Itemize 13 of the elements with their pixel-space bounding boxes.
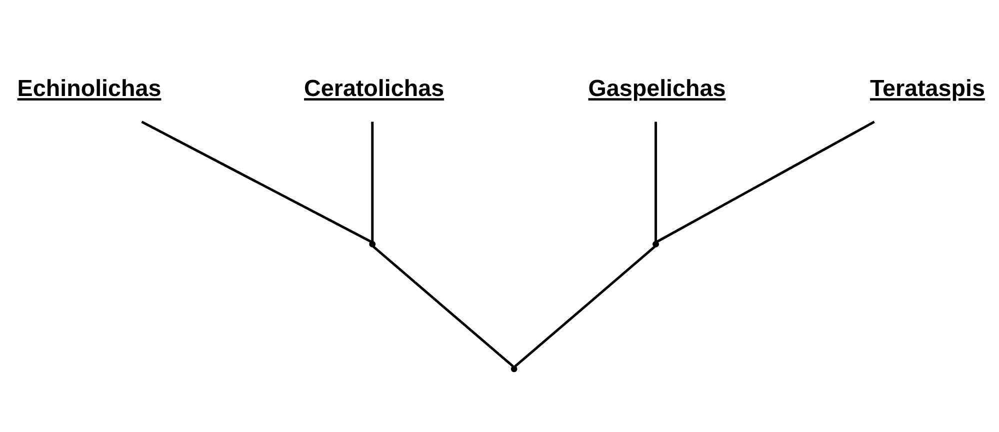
connector [654,121,658,241]
node-text: Echinolichas [17,74,162,101]
node-text: Gaspelichas [588,74,726,101]
connector [371,121,374,241]
node-point [510,365,518,372]
node-point [369,240,376,247]
node-point [652,240,660,247]
node-text: Ceratolichas [304,74,444,101]
connector [656,120,875,242]
node-text: Terataspis [870,74,985,101]
connector [372,245,514,367]
connector [514,245,656,367]
connector [141,120,372,242]
